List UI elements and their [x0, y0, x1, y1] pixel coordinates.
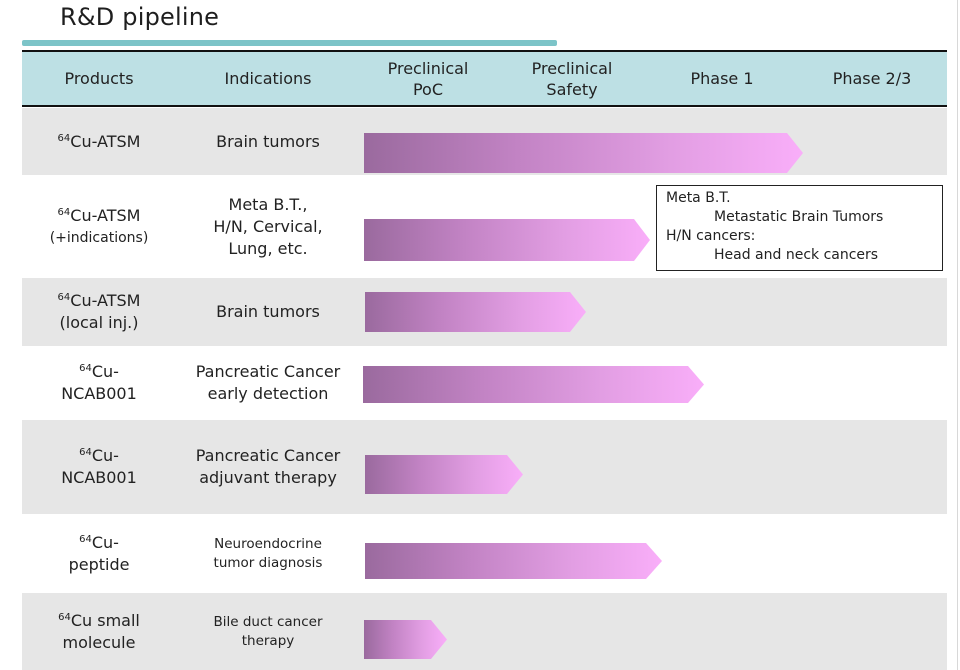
header-stage-preclinical-safety: Preclinical Safety — [502, 52, 642, 105]
indication-text: early detection — [207, 384, 329, 403]
indication-text: Pancreatic Cancer — [195, 362, 341, 381]
progress-arrow — [363, 366, 704, 403]
product-cell: 64Cu small molecule — [22, 593, 176, 670]
stage-label: PoC — [412, 79, 444, 99]
indication-text: Lung, etc. — [228, 238, 308, 258]
isotope-mass: 64 — [57, 292, 71, 303]
product-name: Cu- — [91, 532, 119, 552]
isotope-mass: 64 — [58, 611, 71, 623]
pipeline-row: 64Cu-ATSM (local inj.) Brain tumors — [22, 278, 947, 346]
pipeline-row: 64Cu- peptide Neuroendocrine tumor diagn… — [22, 514, 947, 593]
product-cell: 64Cu-ATSM (+indications) — [22, 175, 176, 278]
progress-arrow — [365, 543, 662, 579]
pipeline-row: 64Cu small molecule Bile duct cancer the… — [22, 593, 947, 670]
indication-cell: Pancreatic Cancer adjuvant therapy — [182, 420, 354, 514]
isotope-mass: 64 — [79, 533, 92, 545]
pipeline-row: 64Cu- NCAB001 Pancreatic Cancer early de… — [22, 346, 947, 420]
indication-text: Brain tumors — [216, 302, 320, 321]
product-name: Cu-ATSM — [70, 131, 141, 151]
product-subtitle: molecule — [62, 632, 136, 652]
indication-cell: Brain tumors — [182, 108, 354, 175]
product-name: Cu-ATSM — [70, 291, 141, 310]
header-stage-preclinical-poc: Preclinical PoC — [358, 52, 498, 105]
indication-cell: Neuroendocrine tumor diagnosis — [182, 514, 354, 593]
product-subtitle: peptide — [68, 554, 130, 574]
progress-arrow — [364, 133, 803, 173]
legend-term: H/N cancers: — [666, 228, 756, 244]
product-name: Cu-ATSM — [70, 205, 141, 225]
product-cell: 64Cu-ATSM (local inj.) — [22, 278, 176, 346]
header-products: Products — [64, 69, 134, 88]
product-subtitle: (local inj.) — [59, 313, 139, 332]
indication-cell: Meta B.T., H/N, Cervical, Lung, etc. — [182, 175, 354, 278]
product-name: Cu small — [70, 610, 140, 630]
product-cell: 64Cu- peptide — [22, 514, 176, 593]
isotope-mass: 64 — [57, 206, 71, 218]
isotope-mass: 64 — [57, 132, 71, 144]
legend-definition: Head and neck cancers — [714, 247, 879, 263]
header-stage-phase-2-3: Phase 2/3 — [832, 69, 912, 88]
product-cell: 64Cu- NCAB001 — [22, 420, 176, 514]
indication-text: adjuvant therapy — [199, 468, 337, 487]
indication-cell: Pancreatic Cancer early detection — [182, 346, 354, 420]
progress-arrow — [365, 455, 523, 494]
indication-text: Pancreatic Cancer — [195, 446, 341, 465]
product-name: Cu- — [91, 446, 119, 465]
right-edge-divider — [957, 0, 958, 670]
product-cell: 64Cu-ATSM — [22, 108, 176, 175]
product-name: Cu- — [91, 362, 119, 381]
stage-label: Preclinical — [387, 58, 469, 78]
legend-definition: Metastatic Brain Tumors — [714, 209, 884, 225]
indication-cell: Brain tumors — [182, 278, 354, 346]
header-stage-phase-1: Phase 1 — [690, 69, 754, 88]
abbreviation-legend: Meta B.T. Metastatic Brain Tumors H/N ca… — [656, 185, 943, 271]
product-subtitle: NCAB001 — [61, 468, 137, 487]
legend-term: Meta B.T. — [666, 190, 731, 206]
indication-text: Brain tumors — [216, 131, 320, 151]
pipeline-row: 64Cu-ATSM Brain tumors — [22, 108, 947, 175]
indication-text: Bile duct cancer — [213, 613, 323, 630]
title-underline-bar — [22, 40, 557, 46]
header-indications: Indications — [224, 69, 312, 88]
pipeline-row: 64Cu- NCAB001 Pancreatic Cancer adjuvant… — [22, 420, 947, 514]
table-header: Products Indications Preclinical PoC Pre… — [22, 50, 947, 107]
progress-arrow — [364, 219, 650, 261]
indication-text: Meta B.T., — [228, 194, 308, 214]
product-subtitle: NCAB001 — [61, 384, 137, 403]
page-title: R&D pipeline — [60, 3, 220, 31]
isotope-mass: 64 — [79, 447, 92, 458]
stage-label: Safety — [546, 79, 598, 99]
indication-text: tumor diagnosis — [213, 554, 323, 571]
indication-text: H/N, Cervical, — [213, 216, 323, 236]
product-subtitle: (+indications) — [49, 229, 149, 246]
stage-label: Preclinical — [531, 58, 613, 78]
isotope-mass: 64 — [79, 363, 92, 374]
indication-text: therapy — [241, 632, 295, 649]
product-cell: 64Cu- NCAB001 — [22, 346, 176, 420]
progress-arrow — [365, 292, 586, 332]
indication-cell: Bile duct cancer therapy — [182, 593, 354, 670]
indication-text: Neuroendocrine — [214, 535, 322, 552]
progress-arrow — [364, 620, 447, 659]
